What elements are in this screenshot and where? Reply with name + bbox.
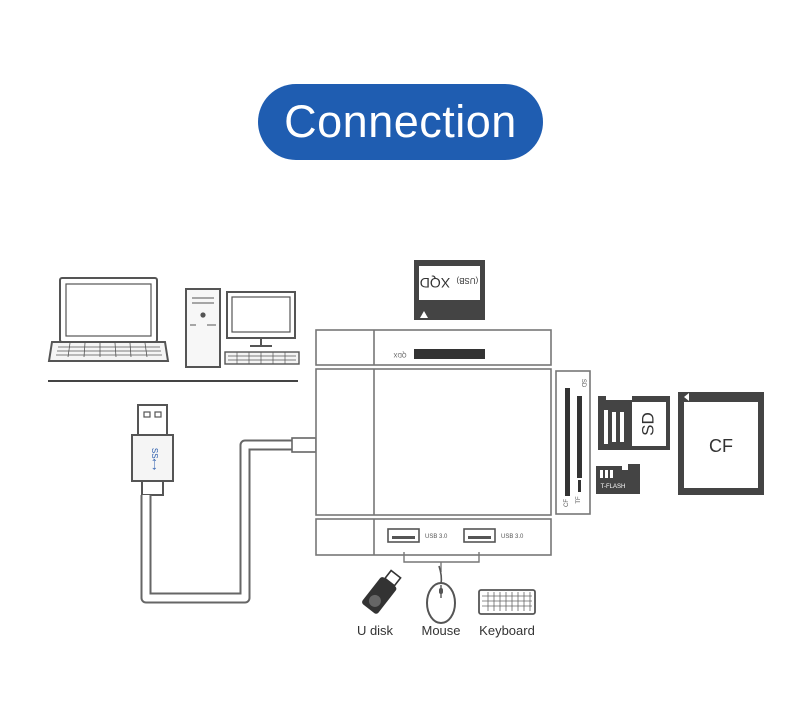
sd-card bbox=[598, 396, 670, 450]
usb-a-plug-icon bbox=[131, 404, 174, 496]
keyboard-label: Keyboard bbox=[479, 623, 535, 638]
laptop-icon bbox=[47, 277, 170, 362]
usb-port-2-label: USB 3.0 bbox=[501, 534, 524, 540]
xqd-slot bbox=[414, 349, 485, 359]
tf-card bbox=[596, 464, 640, 494]
udisk-label: U disk bbox=[357, 623, 394, 638]
hub-side-panel bbox=[555, 370, 591, 515]
page-title: Connection bbox=[284, 96, 517, 147]
mouse-label: Mouse bbox=[421, 623, 460, 638]
cf-slot-label: CF bbox=[564, 499, 570, 507]
cf-slot bbox=[565, 388, 570, 496]
tf-slot bbox=[578, 480, 581, 492]
sd-slot-label: SD bbox=[580, 379, 586, 388]
xqd-card-label: XQD bbox=[420, 275, 450, 291]
sd-card-label: SD bbox=[638, 412, 657, 436]
hub-top-section bbox=[315, 329, 552, 366]
xqd-slot-label: QDX bbox=[393, 351, 406, 357]
title-banner: Connection bbox=[258, 84, 543, 160]
cable-connector bbox=[291, 437, 317, 453]
tf-slot-label: TF bbox=[576, 496, 582, 504]
mouse-icon bbox=[426, 565, 456, 624]
cf-card bbox=[678, 392, 764, 495]
keyboard-icon bbox=[478, 589, 536, 615]
sd-slot bbox=[577, 396, 582, 478]
desktop-computer-icon bbox=[185, 288, 300, 368]
hub-main-body bbox=[315, 368, 552, 516]
tf-card-label: T-FLASH bbox=[601, 484, 626, 490]
card-reader-hub bbox=[315, 329, 591, 556]
xqd-card-sub: (USB) bbox=[456, 276, 478, 285]
cf-card-label: CF bbox=[709, 436, 733, 456]
usb-port-1 bbox=[387, 528, 420, 543]
svg-text:(USB) XQD: (USB) XQD bbox=[420, 275, 478, 291]
xqd-card bbox=[414, 260, 485, 320]
usb-port-1-label: USB 3.0 bbox=[425, 534, 448, 540]
usb-flash-drive-icon bbox=[362, 569, 402, 614]
usb-port-2 bbox=[463, 528, 496, 543]
usb-plug-label: SS⟷ bbox=[150, 448, 159, 471]
hub-bottom-section bbox=[315, 518, 552, 556]
